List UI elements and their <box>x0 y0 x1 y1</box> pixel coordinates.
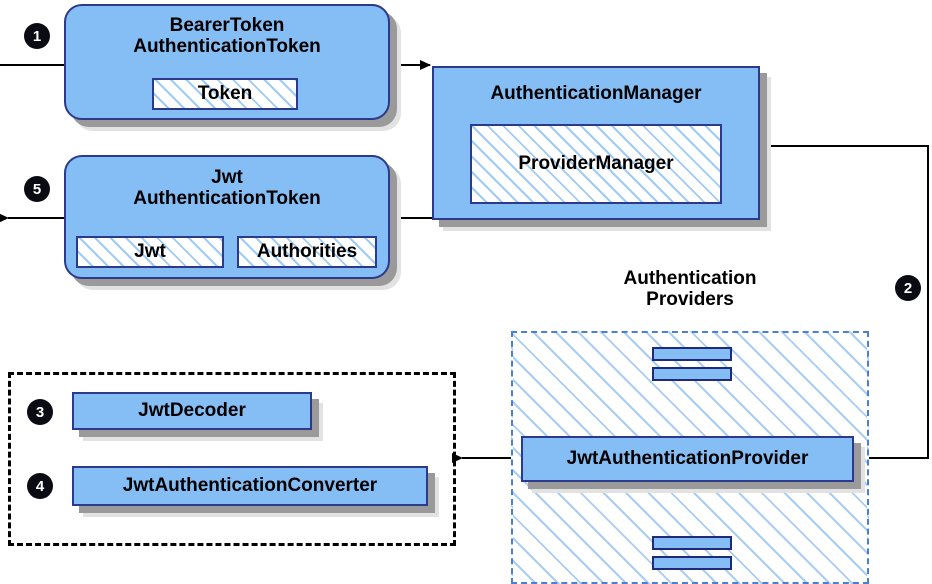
badge-1: 1 <box>25 24 49 48</box>
badge-3: 3 <box>28 400 52 424</box>
jwt-authentication-provider-box[interactable] <box>521 436 854 482</box>
provider-stack-bar-bottom-1 <box>652 536 732 550</box>
bearer-token-inner-token-field <box>152 78 298 110</box>
provider-stack-bar-bottom-2 <box>652 556 732 570</box>
jwt-token-inner-jwt-field <box>76 236 224 268</box>
authentication-providers-caption: Authentication Providers <box>623 268 757 311</box>
jwt-helpers-region <box>8 372 456 546</box>
badge-4: 4 <box>28 474 52 498</box>
jwt-authentication-converter-box[interactable] <box>72 466 428 506</box>
provider-stack-bar-top-2 <box>652 367 732 381</box>
badge-2: 2 <box>896 276 920 300</box>
provider-stack-bar-top-1 <box>652 347 732 361</box>
badge-5: 5 <box>25 177 49 201</box>
jwt-decoder-box[interactable] <box>72 392 312 430</box>
provider-manager-field <box>470 124 722 204</box>
jwt-token-inner-authorities-field <box>237 236 377 268</box>
